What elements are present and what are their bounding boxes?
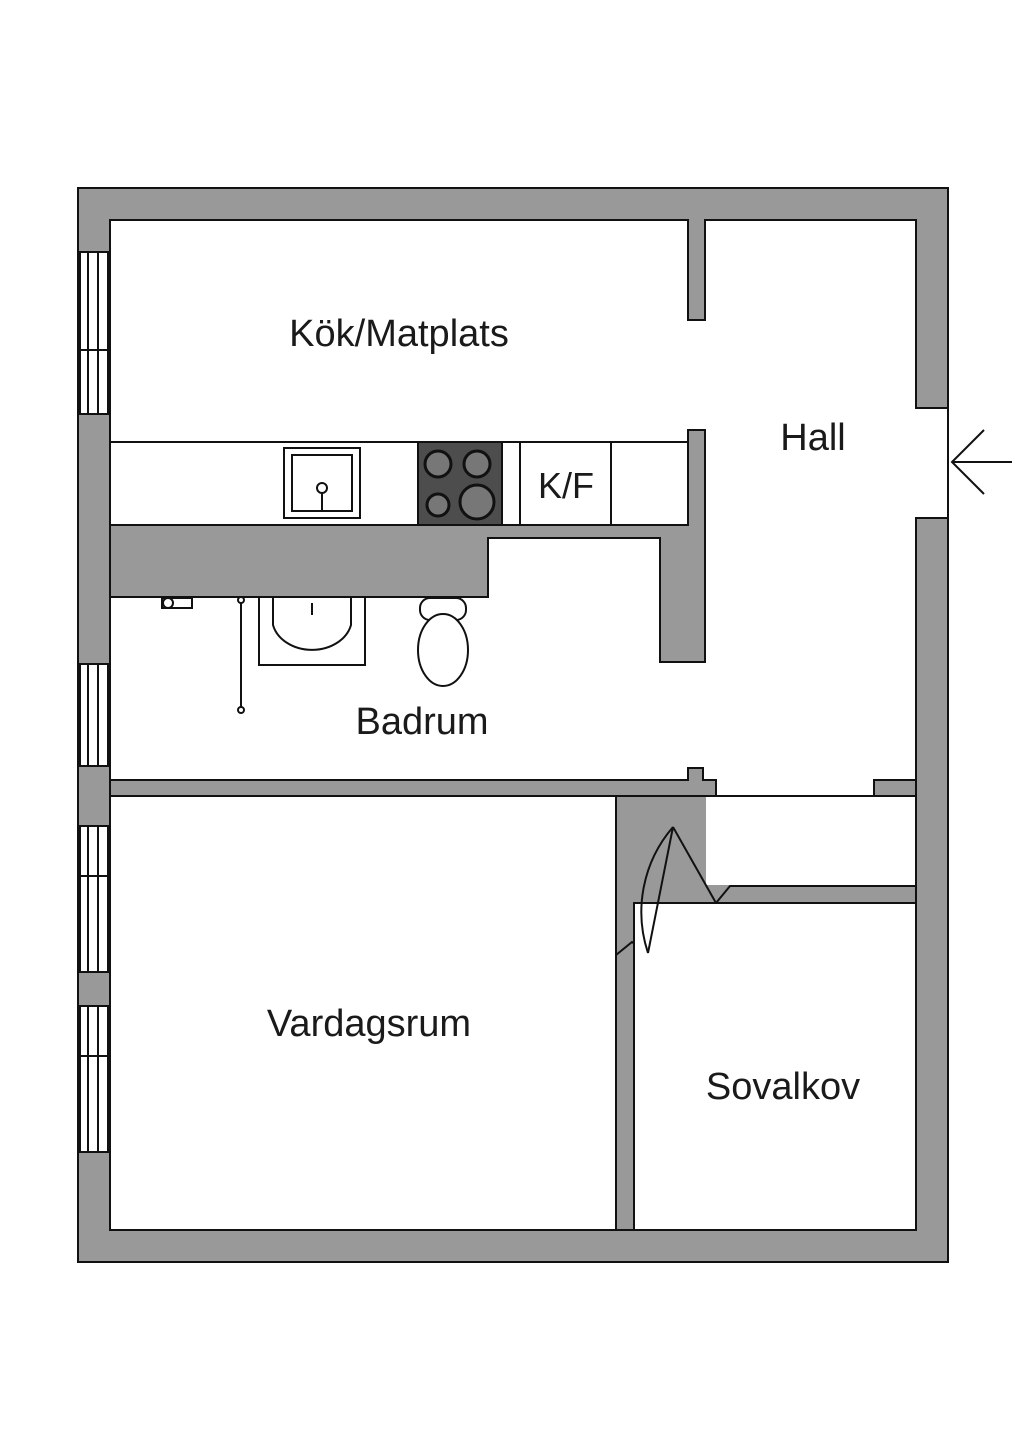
window-living-1 [79,825,109,973]
door-leaf [647,826,674,954]
stove-icon [417,441,503,526]
window-kitchen [79,251,109,415]
hall-corridor [706,797,915,885]
door-edge [672,826,717,904]
window-bathroom [79,663,109,767]
shower-icon [161,596,245,714]
door-swing [640,826,674,954]
room-label-bedroom: Sovalkov [706,1066,860,1108]
bedroom-floor [633,902,917,1231]
entrance-arrow-icon [950,429,1012,495]
living-room [109,795,617,1231]
room-label-kitchen: Kök/Matplats [289,313,509,355]
window-living-2 [79,1005,109,1153]
room-label-hall: Hall [780,417,845,459]
hall-living-stub [873,779,917,797]
room-label-bathroom: Badrum [355,701,488,743]
hall-bedroom-wall [713,885,917,904]
fridge-freezer [519,441,612,526]
toilet-icon [417,597,469,687]
washbasin-icon [258,596,366,666]
room-label-living: Vardagsrum [267,1003,471,1045]
fridge-freezer-label: K/F [538,465,594,506]
sink-icon [283,447,361,519]
